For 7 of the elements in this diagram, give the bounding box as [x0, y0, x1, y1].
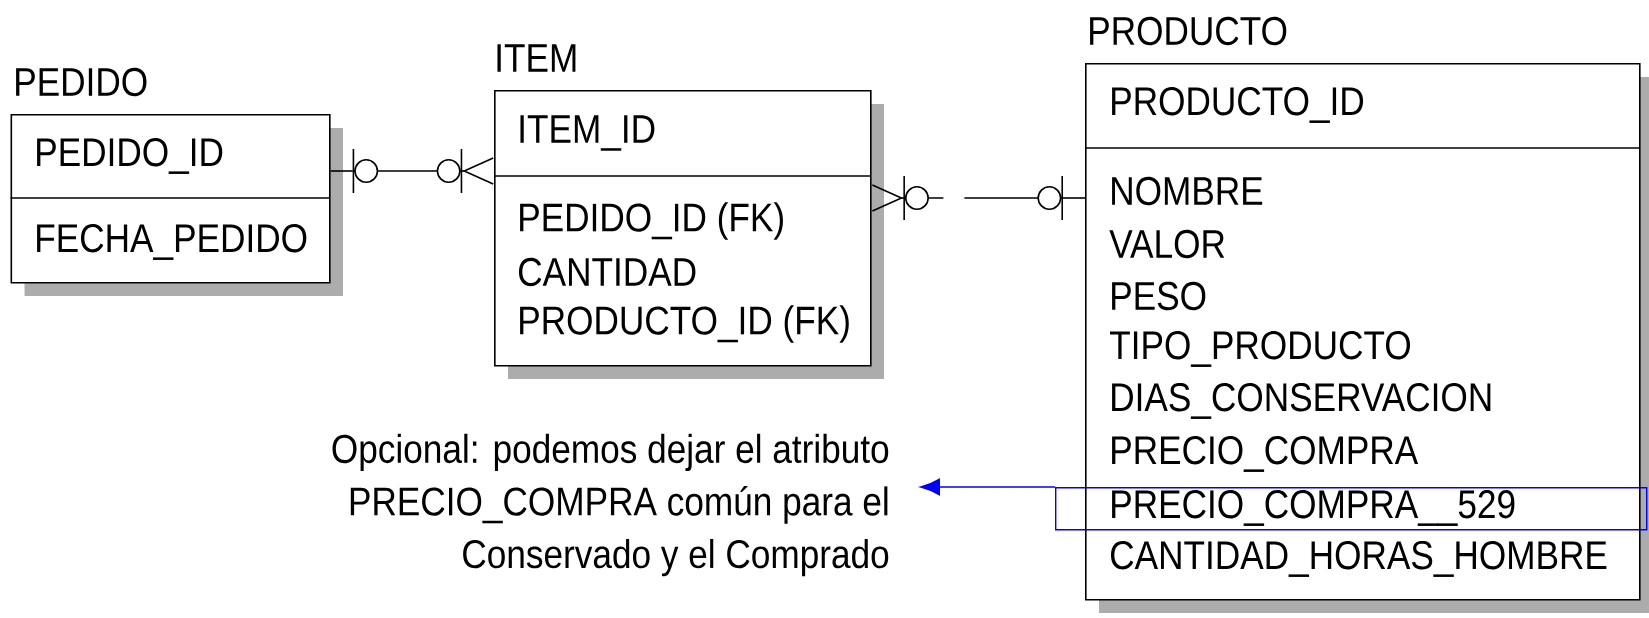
- relationship-line: [330, 148, 494, 194]
- entity-name: PRODUCTO: [1090, 16, 1287, 46]
- entity-name: PEDIDO: [16, 67, 147, 97]
- note-text: Opcional: podemos dejar el atributo PRECIO_COMPRA común para el Conservado y el Comprado: [332, 433, 889, 577]
- relationship-line: [871, 175, 1085, 221]
- entity-name: ITEM: [497, 44, 576, 72]
- arrow: [920, 478, 1056, 496]
